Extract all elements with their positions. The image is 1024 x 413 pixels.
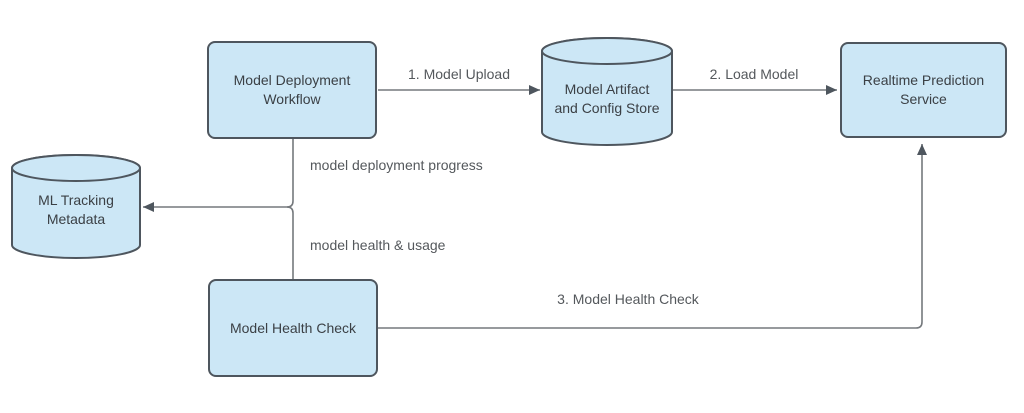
node-label-line: Model Artifact — [564, 81, 650, 97]
node-label-ml-tracking-metadata: ML Tracking Metadata — [14, 164, 138, 256]
connector-label-load-model: 2. Load Model — [709, 66, 799, 82]
node-model-artifact-store — [541, 37, 673, 146]
node-label-line: Service — [900, 91, 947, 107]
connector-label-health-check: 3. Model Health Check — [557, 291, 699, 307]
connector-health-check — [378, 144, 927, 329]
connector-label-model-upload: 1. Model Upload — [408, 66, 510, 82]
node-realtime-prediction-service: Realtime Prediction Service — [840, 42, 1007, 138]
node-ml-tracking-metadata — [11, 154, 141, 259]
node-label-line: Model Deployment — [233, 72, 351, 88]
connector-deployment-progress — [143, 138, 294, 212]
connectors-group — [143, 85, 927, 329]
connector-label-health-usage: model health & usage — [310, 237, 446, 253]
node-model-deployment-workflow: Model Deployment Workflow — [207, 41, 377, 139]
database-cylinder-top — [541, 37, 673, 65]
node-model-health-check: Model Health Check — [208, 279, 378, 377]
connector-health-usage — [286, 206, 294, 279]
node-label-model-artifact-store: Model Artifact and Config Store — [544, 56, 670, 142]
node-label-line: ML Tracking — [38, 192, 114, 208]
connector-label-deployment-progress: model deployment progress — [310, 157, 483, 173]
node-label-line: Metadata — [46, 211, 106, 227]
node-label-line: Realtime Prediction — [862, 72, 985, 88]
node-label-line: Model Health Check — [229, 319, 357, 336]
node-label-line: Workflow — [263, 91, 321, 107]
database-cylinder-top — [11, 154, 141, 182]
node-label-line: and Config Store — [554, 100, 660, 116]
